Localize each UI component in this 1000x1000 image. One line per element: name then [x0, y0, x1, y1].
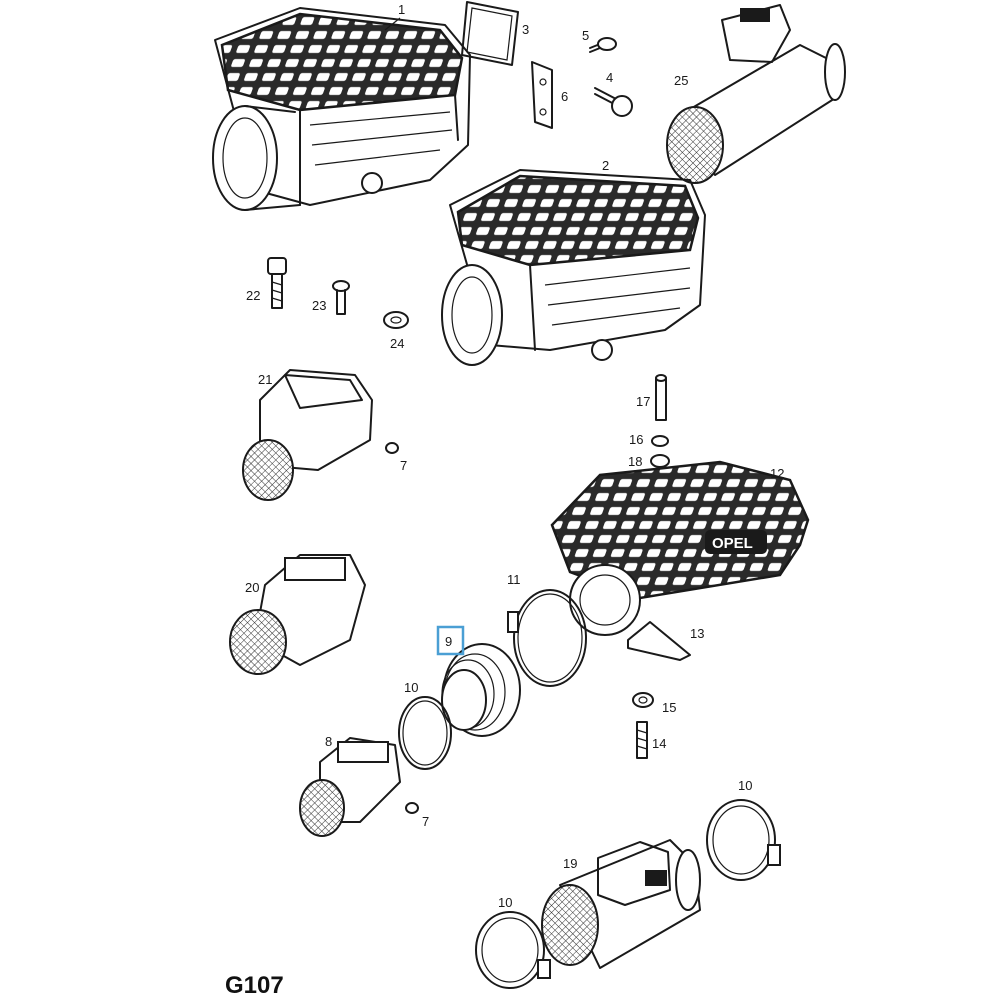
- part-10-clamp-a: [398, 696, 452, 770]
- part-7-clip-b: [405, 802, 419, 814]
- callout-10a: 10: [404, 680, 418, 695]
- callout-1: 1: [398, 2, 405, 17]
- part-2-intake-plenum: [441, 169, 706, 366]
- callout-5: 5: [582, 28, 589, 43]
- callout-18: 18: [628, 454, 642, 469]
- part-9-bellows: [441, 643, 521, 737]
- callout-17: 17: [636, 394, 650, 409]
- diagram-code: G107: [225, 972, 284, 999]
- callout-7a: 7: [400, 458, 407, 473]
- highlight-box: [436, 625, 465, 656]
- part-10-clamp-b: [706, 799, 781, 881]
- callout-8: 8: [325, 734, 332, 749]
- part-23-screw: [332, 280, 350, 315]
- callout-13: 13: [690, 626, 704, 641]
- callout-7b: 7: [422, 814, 429, 829]
- part-15-washer: [632, 692, 654, 708]
- callout-6: 6: [561, 89, 568, 104]
- part-24-washer: [383, 311, 409, 329]
- callout-9: 9: [445, 634, 452, 649]
- part-7-clip-a: [385, 442, 399, 454]
- part-22-screw: [267, 257, 287, 309]
- part-11-hose-clamp: [507, 589, 587, 687]
- part-8-air-flow-meter: [299, 737, 401, 837]
- part-14-stud: [636, 721, 648, 759]
- part-5-bolt: [589, 37, 617, 53]
- part-18-grommet: [650, 454, 670, 468]
- callout-20: 20: [245, 580, 259, 595]
- callout-4: 4: [606, 70, 613, 85]
- cover-logo: OPEL: [712, 535, 753, 552]
- part-3-gasket: [461, 1, 519, 66]
- callout-3: 3: [522, 22, 529, 37]
- part-16-nut: [651, 435, 669, 447]
- callout-24: 24: [390, 336, 404, 351]
- part-6-bracket: [531, 61, 553, 129]
- callout-25: 25: [674, 73, 688, 88]
- callout-10b: 10: [738, 778, 752, 793]
- part-12-duct: [569, 564, 641, 636]
- part-4-bolt: [594, 87, 633, 117]
- callout-15: 15: [662, 700, 676, 715]
- callout-2: 2: [602, 158, 609, 173]
- callout-21: 21: [258, 372, 272, 387]
- callout-23: 23: [312, 298, 326, 313]
- callout-22: 22: [246, 288, 260, 303]
- callout-11: 11: [507, 572, 521, 587]
- part-17-sleeve: [655, 374, 667, 421]
- part-10-clamp-c: [475, 911, 551, 989]
- callout-10c: 10: [498, 895, 512, 910]
- part-13-seal: [627, 621, 691, 661]
- part-1-intake-plenum: [212, 7, 471, 211]
- part-25-air-mass-meter: [666, 4, 846, 184]
- callout-16: 16: [629, 432, 643, 447]
- callout-14: 14: [652, 736, 666, 751]
- callout-12: 12: [770, 466, 784, 481]
- callout-19: 19: [563, 856, 577, 871]
- part-21-air-flow-meter: [242, 369, 373, 501]
- part-19-air-mass-meter: [541, 839, 701, 969]
- part-20-air-flow-meter: [229, 554, 366, 675]
